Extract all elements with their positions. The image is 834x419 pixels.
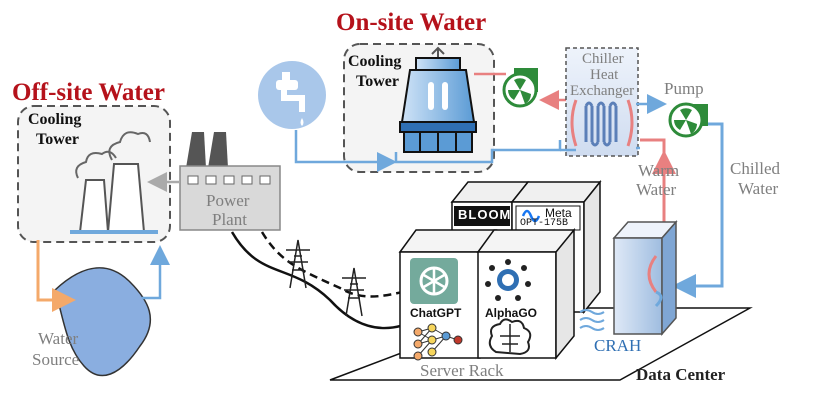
- flow-warm-join: [640, 138, 666, 160]
- chiller-label-3: Exchanger: [570, 83, 635, 99]
- data-center-label: Data Center: [636, 365, 726, 384]
- flow-offsite-return: [142, 245, 170, 300]
- bloom-label: BLOOM: [458, 207, 512, 222]
- fan-icon: [502, 68, 538, 108]
- chiller-label-2: Heat: [590, 67, 619, 83]
- warm-water-label-1: Warm: [638, 161, 680, 180]
- water-source-lake: [54, 267, 152, 377]
- crah-label: CRAH: [594, 336, 642, 355]
- chiller-heat-exchanger: [565, 47, 639, 157]
- offsite-tower-label-1: Cooling: [28, 111, 82, 128]
- faucet-icon: [258, 61, 326, 129]
- front-rack-right: [476, 227, 576, 361]
- chatgpt-logo-icon: [410, 258, 458, 304]
- warm-water-label-2: Water: [636, 180, 677, 199]
- flow-tower-bottom: [394, 140, 562, 164]
- power-plant-label-1: Power: [206, 191, 250, 210]
- water-source-label-1: Water: [38, 329, 79, 348]
- transmission-tower-icon: [286, 239, 366, 317]
- offsite-cooling-tower-icon: [70, 131, 158, 234]
- flow-faucet-to-tower: [294, 130, 397, 172]
- power-line-2: [260, 231, 411, 298]
- chatgpt-label: ChatGPT: [410, 306, 462, 320]
- pump-fan-icon: [668, 102, 708, 138]
- onsite-tower-label-1: Cooling: [348, 53, 402, 70]
- flow-chilled-water: [672, 122, 724, 298]
- server-rack-label: Server Rack: [420, 361, 504, 380]
- water-source-label-2: Source: [32, 350, 80, 369]
- meta-logo-icon: [521, 209, 541, 223]
- onsite-water-heading: On-site Water: [336, 9, 487, 36]
- chilled-water-label-2: Water: [738, 179, 779, 198]
- brain-icon: [488, 318, 532, 356]
- neural-network-icon: [413, 323, 463, 361]
- chilled-water-label-1: Chilled: [730, 159, 781, 178]
- offsite-water-heading: Off-site Water: [12, 79, 165, 106]
- meta-label: Meta: [545, 206, 572, 220]
- onsite-cooling-tower-icon: [399, 46, 477, 153]
- offsite-tower-label-2: Tower: [36, 131, 79, 148]
- cold-air-waves-icon: [579, 309, 605, 331]
- pump-label: Pump: [664, 79, 704, 98]
- alphago-logo-icon: [485, 259, 531, 301]
- onsite-tower-label-2: Tower: [356, 73, 399, 90]
- opt-label: OPT-175B: [520, 218, 569, 229]
- power-plant-label-2: Plant: [212, 210, 247, 229]
- flow-offsite-intake: [36, 240, 76, 312]
- power-line-1: [230, 231, 421, 330]
- chiller-label-1: Chiller: [582, 51, 624, 67]
- power-plant-icon: [179, 132, 281, 231]
- alphago-label: AlphaGO: [485, 306, 538, 320]
- crah-unit: [612, 220, 678, 336]
